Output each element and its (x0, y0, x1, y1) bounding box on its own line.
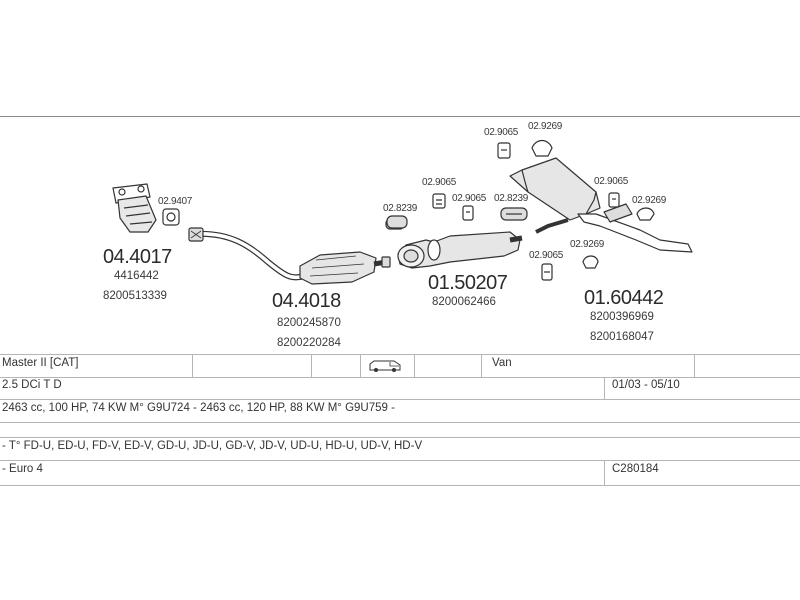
part-number-rear-silencer[interactable]: 01.60442 (584, 287, 664, 309)
clip-number-c5[interactable]: 02.8239 (494, 193, 529, 204)
front-pipe-part (188, 227, 391, 285)
table-row: Master II [CAT] Van (0, 354, 800, 378)
part-number-centre-silencer[interactable]: 01.50207 (428, 272, 508, 294)
clip-number-c6[interactable]: 02.9065 (484, 127, 519, 138)
clip-number-c7[interactable]: 02.9269 (528, 121, 563, 132)
top-border (0, 116, 800, 117)
clip-c2-icon (386, 215, 408, 229)
years-cell: 01/03 - 05/10 (612, 379, 680, 391)
clip-number-c4[interactable]: 02.9065 (452, 193, 487, 204)
clip-number-c3[interactable]: 02.9065 (422, 177, 457, 188)
part-code-front-pipe-1: 8200245870 (277, 317, 341, 329)
model-cell: Master II [CAT] (2, 357, 79, 369)
part-number-front-catalyst[interactable]: 04.4017 (103, 246, 172, 268)
part-code-front-catalyst-1: 4416442 (114, 270, 159, 282)
clip-number-c8[interactable]: 02.9065 (594, 176, 629, 187)
clip-icons (162, 139, 655, 281)
clip-number-c9[interactable]: 02.9269 (632, 195, 667, 206)
body-type-cell: Van (492, 357, 512, 369)
clip-number-c11[interactable]: 02.9269 (570, 239, 605, 250)
clip-c9-icon (636, 207, 655, 221)
types-cell: - T° FD-U, ED-U, FD-V, ED-V, GD-U, JD-U,… (2, 440, 423, 452)
exhaust-system-diagram (112, 139, 693, 285)
part-code-rear-silencer-2: 8200168047 (590, 331, 654, 343)
clip-c8-icon (608, 192, 620, 208)
part-code-front-pipe-2: 8200220284 (277, 337, 341, 349)
engine-cell: 2.5 DCi T D (2, 379, 62, 391)
reference-code-cell: C280184 (612, 463, 659, 475)
part-code-centre-silencer: 8200062466 (432, 296, 496, 308)
table-row: 2.5 DCi T D 01/03 - 05/10 (0, 377, 800, 400)
front-catalyst-part (112, 183, 157, 233)
vehicle-info-table: Master II [CAT] Van 2.5 DCi T D 01/03 - … (0, 354, 800, 488)
part-code-rear-silencer-1: 8200396969 (590, 311, 654, 323)
table-row: - T° FD-U, ED-U, FD-V, ED-V, GD-U, JD-U,… (0, 438, 800, 461)
clip-c7-icon (531, 139, 553, 157)
norm-cell: - Euro 4 (2, 463, 43, 475)
part-code-front-catalyst-2: 8200513339 (103, 290, 167, 302)
clip-c4-icon (462, 205, 474, 221)
part-number-front-pipe[interactable]: 04.4018 (272, 290, 341, 312)
clip-number-c2[interactable]: 02.8239 (383, 203, 418, 214)
clip-c3-icon (432, 193, 446, 209)
table-row: - Euro 4 C280184 (0, 461, 800, 486)
table-row: 2463 cc, 100 HP, 74 KW M° G9U724 - 2463 … (0, 400, 800, 423)
table-row (0, 423, 800, 438)
clip-number-c10[interactable]: 02.9065 (529, 250, 564, 261)
clip-number-c1[interactable]: 02.9407 (158, 196, 193, 207)
specs-cell: 2463 cc, 100 HP, 74 KW M° G9U724 - 2463 … (2, 402, 395, 414)
centre-silencer-part (385, 218, 523, 269)
clip-c11-icon (582, 255, 599, 269)
van-icon (369, 360, 401, 372)
